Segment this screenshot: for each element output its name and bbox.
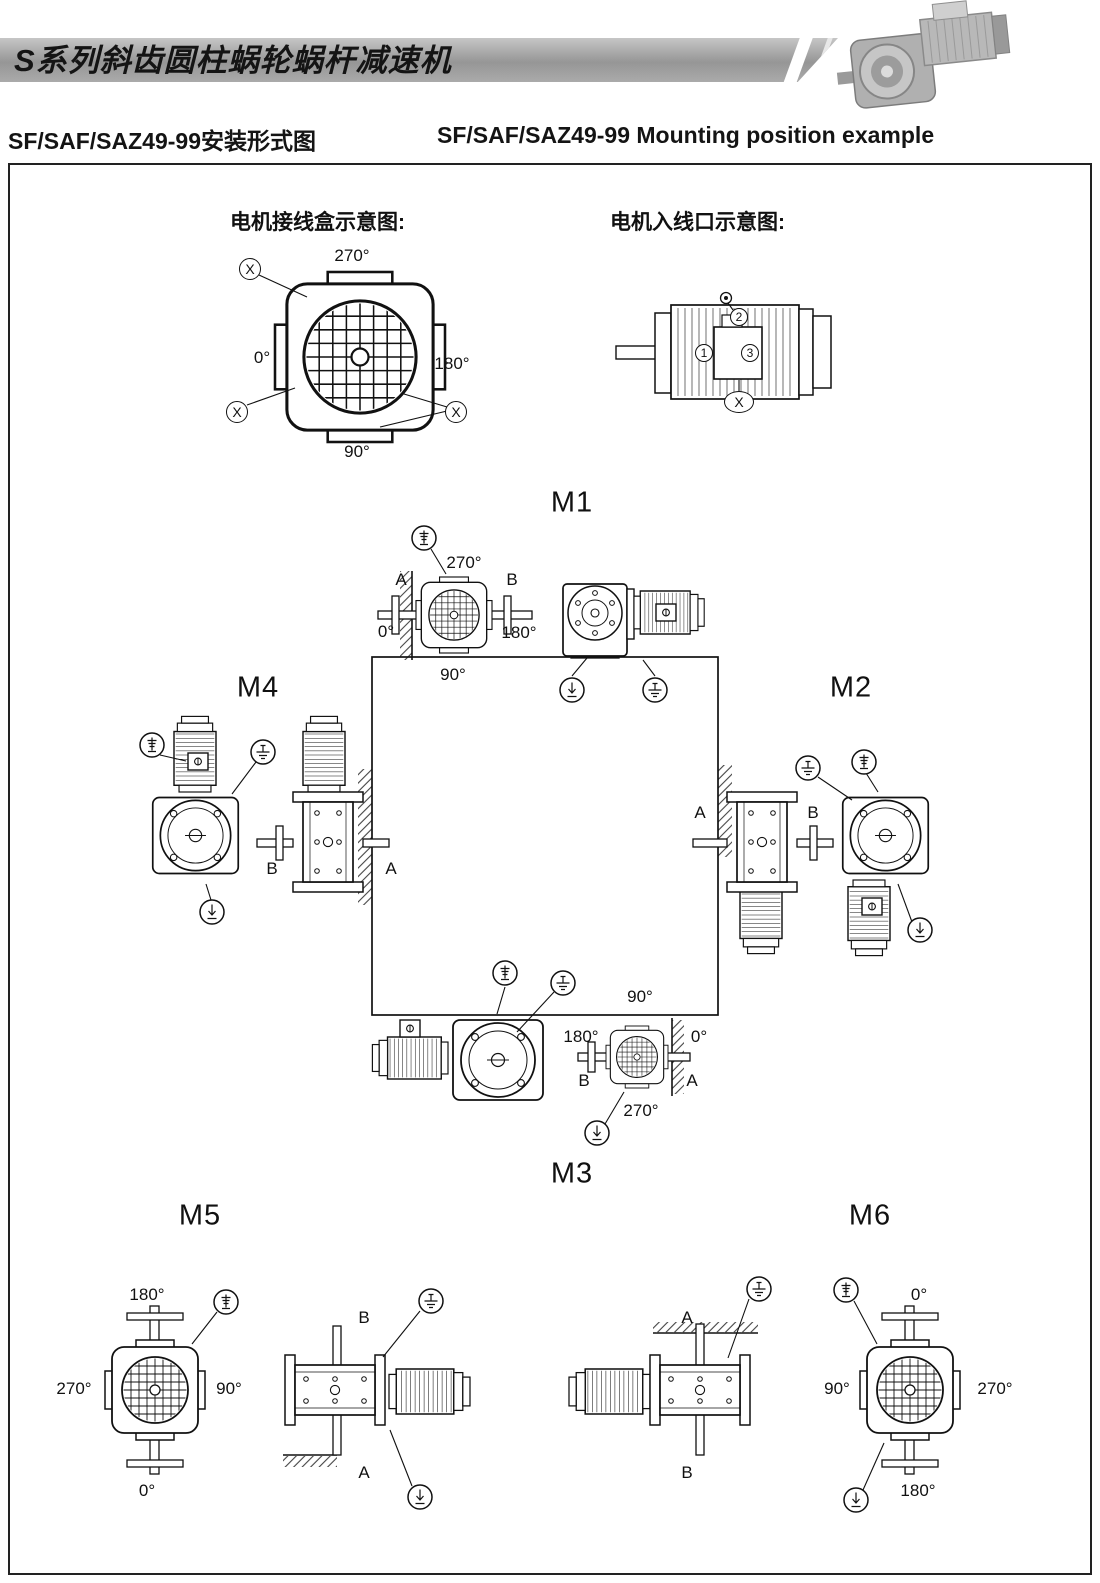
junction-box-view: [246, 272, 448, 442]
m4-side-view: [256, 715, 390, 893]
cable-pos-3: 3: [741, 344, 759, 362]
oil-level-plug-icon: [418, 1288, 444, 1314]
motor-terminal-box: [861, 897, 883, 916]
motor-terminal-box: [187, 752, 209, 771]
junction-angle-90: 90°: [344, 442, 370, 461]
m1-label: M1: [550, 486, 594, 519]
m3-port-b: B: [578, 1071, 590, 1090]
m6-angle-90: 90°: [824, 1379, 850, 1398]
oil-level-plug-icon: [746, 1276, 772, 1302]
cable-entry-title: 电机入线口示意图:: [610, 211, 785, 234]
m1-port-a: A: [395, 570, 407, 589]
m1-angle-180: 180°: [501, 623, 537, 642]
m6-front-view: [833, 1277, 960, 1513]
cable-pos-2: 2: [730, 308, 748, 326]
m3-front-view: [577, 1018, 691, 1146]
diagram-frame: [8, 163, 1092, 1575]
m5-port-b: B: [358, 1308, 370, 1327]
m5-label: M5: [178, 1199, 222, 1232]
junction-angle-180: 180°: [434, 354, 470, 373]
m1-angle-90: 90°: [440, 665, 466, 684]
m3-port-a: A: [686, 1071, 698, 1090]
m4-face-view: [139, 715, 276, 925]
m2-face-view: [795, 749, 933, 957]
m1-port-b: B: [506, 570, 518, 589]
m5-port-a: A: [358, 1463, 370, 1482]
oil-drain-plug-icon: [843, 1487, 869, 1513]
m5-front-view: [105, 1289, 239, 1475]
breather-plug-icon: [139, 732, 165, 758]
oil-drain-plug-icon: [199, 899, 225, 925]
m6-angle-0: 0°: [910, 1285, 928, 1304]
junction-x-mark: X: [445, 401, 467, 423]
cable-x-mark: X: [724, 391, 754, 413]
m5-angle-180: 180°: [129, 1285, 165, 1304]
breather-plug-icon: [492, 960, 518, 986]
m5-angle-0: 0°: [138, 1481, 156, 1500]
junction-angle-270: 270°: [334, 246, 370, 265]
m6-angle-180: 180°: [900, 1481, 936, 1500]
subtitle-en: SF/SAF/SAZ49-99 Mounting position exampl…: [437, 122, 935, 148]
m1-angle-0: 0°: [377, 622, 395, 641]
m1-angle-270: 270°: [446, 553, 482, 572]
junction-angle-0: 0°: [253, 348, 271, 367]
m3-face-view: [371, 960, 576, 1101]
subtitle-cn: SF/SAF/SAZ49-99安装形式图: [8, 128, 316, 154]
junction-box-title: 电机接线盒示意图:: [230, 211, 405, 234]
junction-x-mark: X: [226, 401, 248, 423]
m5-angle-90: 90°: [216, 1379, 242, 1398]
breather-plug-icon: [411, 525, 437, 551]
m2-label: M2: [829, 671, 873, 704]
product-photo: [836, 0, 1011, 109]
m6-port-a: A: [681, 1308, 693, 1327]
series-title: S系列斜齿圆柱蜗轮蜗杆减速机: [14, 43, 452, 78]
m2-port-a: A: [694, 803, 706, 822]
oil-drain-plug-icon: [907, 917, 933, 943]
m3-angle-90: 90°: [627, 987, 653, 1006]
m6-side-view: [568, 1276, 772, 1456]
oil-level-plug-icon: [642, 677, 668, 703]
m5-angle-270: 270°: [56, 1379, 92, 1398]
oil-level-plug-icon: [250, 739, 276, 765]
header-banner: [0, 38, 838, 82]
breather-plug-icon: [851, 749, 877, 775]
m6-label: M6: [848, 1199, 892, 1232]
m6-port-b: B: [681, 1463, 693, 1482]
m2-port-b: B: [807, 803, 819, 822]
m4-label: M4: [236, 671, 280, 704]
oil-level-plug-icon: [550, 970, 576, 996]
m3-angle-0: 0°: [690, 1027, 708, 1046]
m3-angle-270: 270°: [623, 1101, 659, 1120]
m1-side-view: [559, 583, 705, 703]
cable-pos-1: 1: [695, 344, 713, 362]
cable-entry-view: [615, 291, 832, 400]
breather-plug-icon: [213, 1289, 239, 1315]
oil-drain-plug-icon: [559, 677, 585, 703]
junction-x-mark: X: [239, 258, 261, 280]
motor-terminal-box: [655, 603, 677, 622]
m6-angle-270: 270°: [977, 1379, 1013, 1398]
mounting-base-square: [358, 656, 732, 1016]
m3-angle-180: 180°: [563, 1027, 599, 1046]
oil-drain-plug-icon: [584, 1120, 610, 1146]
m2-side-view: [692, 791, 834, 955]
m3-label: M3: [550, 1157, 594, 1190]
m5-side-view: [283, 1288, 471, 1510]
oil-drain-plug-icon: [407, 1484, 433, 1510]
m1-front-view: [377, 525, 533, 653]
oil-level-plug-icon: [795, 755, 821, 781]
m4-port-a: A: [385, 859, 397, 878]
motor-terminal-box: [399, 1019, 421, 1038]
breather-plug-icon: [833, 1277, 859, 1303]
m4-port-b: B: [266, 859, 278, 878]
